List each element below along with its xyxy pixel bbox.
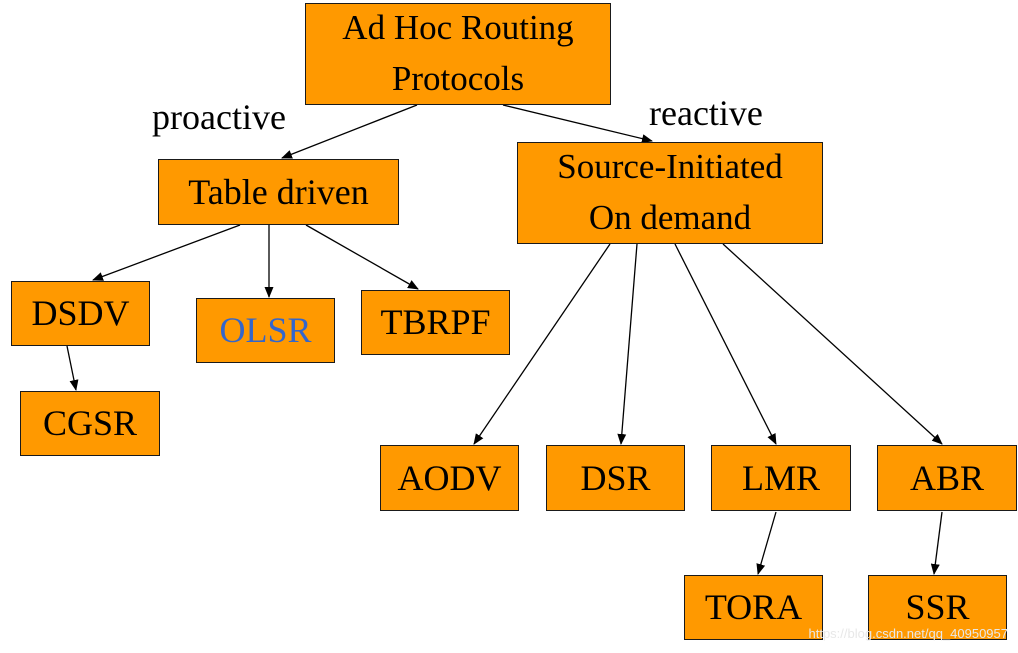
edge-dsdv-to-cgsr	[66, 345, 79, 391]
edge-on-demand-to-abr	[722, 243, 943, 445]
node-on-demand-line1: Source-Initiated	[557, 147, 783, 187]
node-ad-hoc-routing-protocols-line2: Protocols	[391, 59, 525, 98]
node-dsdv: DSDV	[11, 281, 150, 346]
edge-on-demand-to-lmr	[674, 243, 777, 445]
node-tora-label: TORA	[704, 587, 803, 628]
edge-root-to-on-demand	[502, 104, 653, 144]
node-aodv: AODV	[380, 445, 519, 511]
node-abr-label: ABR	[909, 457, 985, 498]
edge-table-driven-to-dsdv	[92, 224, 241, 281]
node-dsr: DSR	[546, 445, 685, 511]
edge-on-demand-to-dsr	[617, 243, 638, 445]
node-aodv-label: AODV	[397, 457, 502, 498]
node-lmr-label: LMR	[741, 457, 820, 498]
node-cgsr-label: CGSR	[42, 403, 138, 444]
node-source-initiated-on-demand: Source-Initiated On demand	[517, 142, 823, 244]
node-ad-hoc-routing-protocols-line1: Ad Hoc Routing	[342, 8, 574, 48]
node-olsr: OLSR	[196, 298, 335, 363]
node-dsr-label: DSR	[580, 457, 651, 498]
node-tbrpf: TBRPF	[361, 290, 510, 355]
watermark-text: https://blog.csdn.net/qq_40950957	[808, 626, 1009, 641]
node-cgsr: CGSR	[20, 391, 160, 456]
node-table-driven-label: Table driven	[188, 171, 369, 212]
node-on-demand-line2: On demand	[588, 198, 752, 237]
node-olsr-label: OLSR	[219, 310, 312, 351]
node-ad-hoc-routing-protocols: Ad Hoc Routing Protocols	[305, 3, 611, 105]
node-dsdv-label: DSDV	[31, 293, 130, 334]
node-table-driven: Table driven	[158, 159, 399, 225]
label-proactive: proactive	[152, 97, 286, 137]
node-ssr: SSR	[868, 575, 1007, 640]
node-tbrpf-label: TBRPF	[380, 302, 491, 343]
edge-table-driven-to-tbrpf	[305, 224, 419, 290]
label-reactive: reactive	[649, 93, 763, 133]
edge-on-demand-to-aodv	[473, 243, 611, 445]
node-ssr-label: SSR	[905, 587, 970, 628]
edge-abr-to-ssr	[930, 511, 943, 575]
node-tora: TORA	[684, 575, 823, 640]
node-lmr: LMR	[711, 445, 851, 511]
node-abr: ABR	[877, 445, 1017, 511]
edge-lmr-to-tora	[756, 511, 777, 575]
edge-root-to-table-driven	[281, 104, 418, 159]
